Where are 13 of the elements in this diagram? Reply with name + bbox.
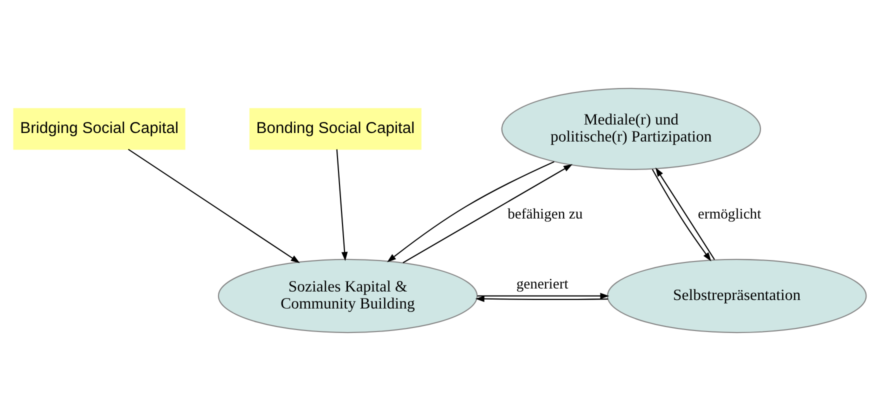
node-ellipse: Soziales Kapital & Community Building xyxy=(218,258,478,333)
arrow xyxy=(477,292,610,299)
node-ellipse: Selbstrepräsentation xyxy=(606,258,867,333)
arrow xyxy=(402,164,573,263)
edge-label: generiert xyxy=(516,276,568,292)
edge-label: befähigen zu xyxy=(508,206,583,222)
edge-label: ermöglicht xyxy=(698,206,762,222)
arrow xyxy=(475,295,608,302)
node-box: Bonding Social Capital xyxy=(249,108,422,150)
arrow xyxy=(387,160,554,262)
node-box: Bridging Social Capital xyxy=(13,108,186,150)
arrow xyxy=(128,148,300,263)
arrow xyxy=(336,148,348,260)
